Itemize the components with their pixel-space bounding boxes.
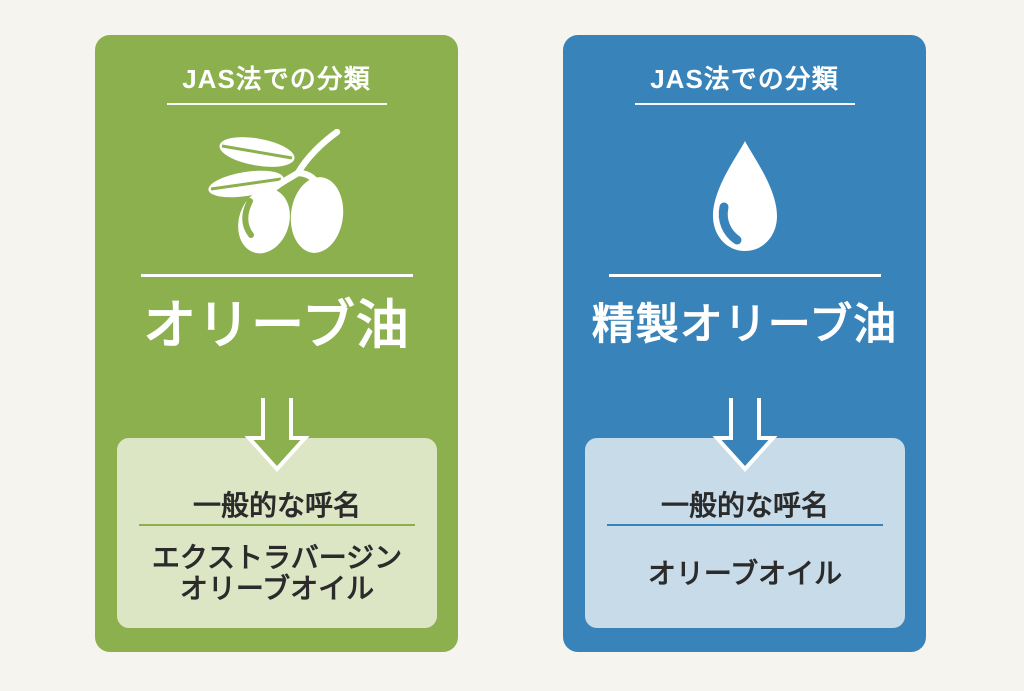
down-arrow-icon [711,398,778,472]
common-name-value: オリーブオイル [585,530,905,616]
common-name-value: エクストラバージン オリーブオイル [117,530,437,616]
title-divider [608,274,881,277]
common-name-label: 一般的な呼名 [192,490,361,521]
header-underline [634,103,855,105]
common-name-label: 一般的な呼名 [660,490,829,521]
card-olive-oil: JAS法での分類 オリーブ油 一般的な呼名 [95,35,458,652]
droplet-icon [563,127,926,265]
card-refined-olive-oil: JAS法での分類 精製オリーブ油 一般的な呼名 オリーブオイル [563,35,926,652]
jas-classification-label: JAS法での分類 [650,64,839,94]
panel-divider [139,524,415,526]
common-name-line: エクストラバージン [151,542,403,573]
common-name-line: オリーブオイル [179,573,375,604]
jas-classification-label: JAS法での分類 [182,64,371,94]
jas-category-title: オリーブ油 [143,296,410,355]
title-divider [140,274,413,277]
common-name-panel: 一般的な呼名 エクストラバージン オリーブオイル [117,438,437,628]
header-underline [166,103,387,105]
down-arrow-icon [243,398,310,472]
olive-icon [95,127,458,265]
jas-category-title: 精製オリーブ油 [591,301,898,349]
panel-divider [607,524,883,526]
common-name-line: オリーブオイル [647,557,843,589]
